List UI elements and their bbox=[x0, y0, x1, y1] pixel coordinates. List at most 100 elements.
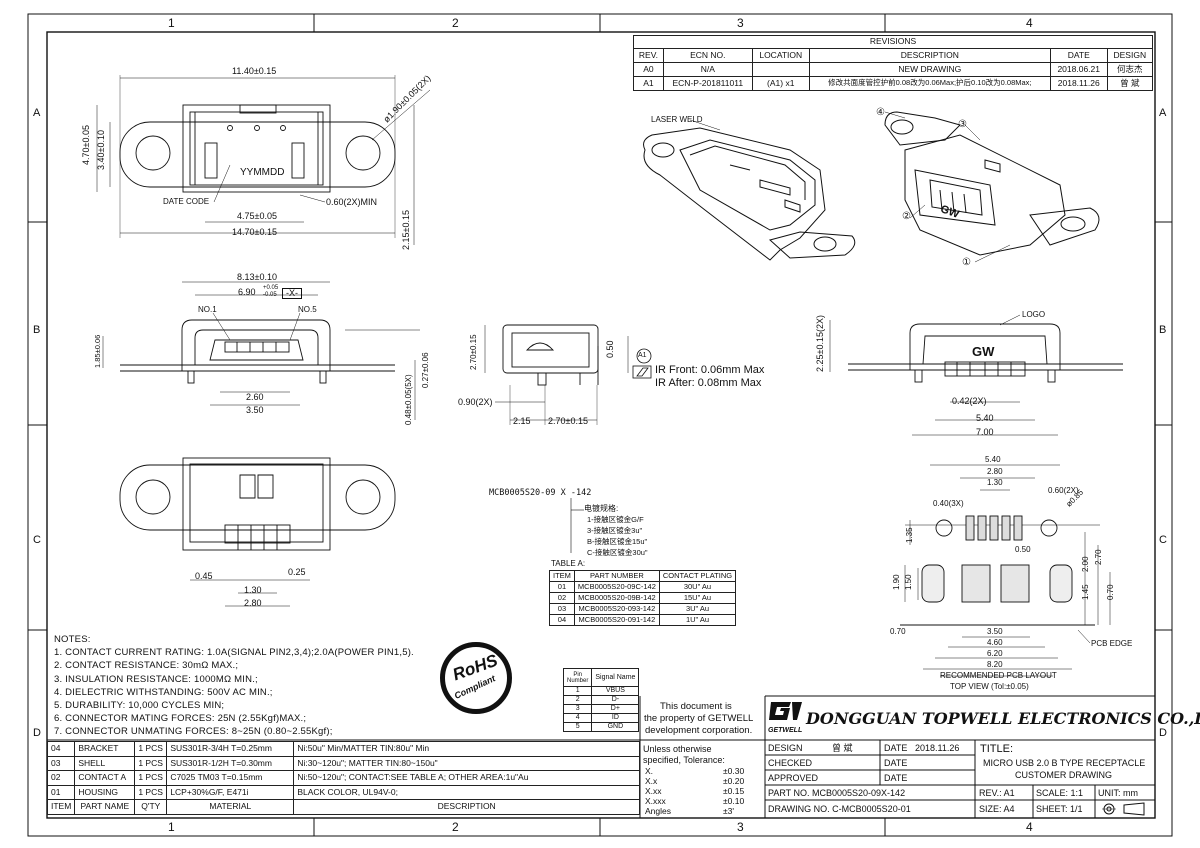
tolerance-line: specified, Tolerance: bbox=[643, 755, 725, 765]
table-a-cell: 01 bbox=[549, 581, 575, 593]
bom-cell: 02 bbox=[46, 770, 76, 786]
table-a-cell: 02 bbox=[549, 592, 575, 604]
bom-cell: Ni:30~120u"; MATTER TIN:80~150u" bbox=[293, 755, 640, 771]
table-a-header: ITEM bbox=[549, 570, 575, 582]
tol-key: X. bbox=[645, 766, 654, 776]
table-a-cell: 04 bbox=[549, 614, 575, 626]
drawing-number: DRAWING NO. C-MCB0005S20-01 bbox=[768, 804, 911, 814]
note-item: 7. CONNECTOR UNMATING FORCES: 8~25N (0.8… bbox=[54, 726, 333, 738]
bom-cell: C7025 TM03 T=0.15mm bbox=[166, 770, 295, 786]
row-label-b-right: B bbox=[1159, 324, 1167, 336]
bom-cell: 1 PCS bbox=[134, 741, 168, 757]
dim-front-3-50: 3.50 bbox=[246, 405, 264, 415]
pcb-caption-2: TOP VIEW (Tol:±0.05) bbox=[950, 682, 1029, 691]
pcb-dim: 0.70 bbox=[890, 627, 906, 636]
table-a-header: PART NUMBER bbox=[573, 570, 660, 582]
ownership-line: This document is bbox=[660, 701, 732, 712]
dim-side-050: 0.50 bbox=[605, 340, 615, 358]
bom-header: PART NAME bbox=[74, 799, 136, 815]
table-a-header: CONTACT PLATING bbox=[658, 570, 737, 582]
part-code-leaders bbox=[570, 498, 584, 553]
rev-cell: N/A bbox=[662, 62, 753, 77]
rev-cell: 2018.11.26 bbox=[1049, 76, 1108, 91]
table-a-cell: MCB0005S20-09C-142 bbox=[573, 581, 660, 593]
rev-cell: 曾 斌 bbox=[1106, 76, 1154, 91]
dim-back-042: 0.42(2X) bbox=[952, 396, 987, 406]
pcb-dim: 0.40(3X) bbox=[933, 499, 964, 508]
pcb-caption-1: RECOMMENDED PCB LAYOUT bbox=[940, 671, 1057, 680]
rev-header-rev: REV. bbox=[633, 48, 664, 63]
laser-weld-label: LASER WELD bbox=[651, 115, 703, 124]
date-label: DATE bbox=[884, 743, 908, 753]
dim-front-pin-height: 0.27±0.06 bbox=[421, 352, 430, 388]
bom-header: Q'TY bbox=[134, 799, 168, 815]
plating-option: 1-接触区镀金G/F bbox=[587, 515, 644, 524]
note-item: 6. CONNECTOR MATING FORCES: 25N (2.55Kgf… bbox=[54, 713, 307, 725]
pin-cell: 2 bbox=[562, 695, 593, 705]
date-code-label: DATE CODE bbox=[163, 197, 210, 206]
pcb-layout bbox=[900, 464, 1111, 677]
bom-cell: BRACKET bbox=[74, 741, 136, 757]
rohs-logo: RoHS Compliant bbox=[440, 642, 512, 714]
bom-cell: BLACK COLOR, UL94V-0; bbox=[293, 784, 640, 800]
dim-side-270: 2.70±0.15 bbox=[548, 416, 588, 426]
bom-cell: 1 PCS bbox=[134, 770, 168, 786]
design-label: DESIGN bbox=[768, 743, 803, 753]
bom-cell: HOUSING bbox=[74, 784, 136, 800]
rev-cell: A0 bbox=[633, 62, 664, 77]
bom-cell: 01 bbox=[46, 784, 76, 800]
rev-header-date: DATE bbox=[1049, 48, 1108, 63]
col-label-2-top: 2 bbox=[452, 16, 459, 30]
logo-label: LOGO bbox=[1022, 310, 1046, 319]
tol-key: X.xxx bbox=[645, 796, 666, 806]
rev-cell: A1 bbox=[633, 76, 664, 91]
note-item: 1. CONTACT CURRENT RATING: 1.0A(SIGNAL P… bbox=[54, 647, 414, 659]
tol-key: X.xx bbox=[645, 786, 662, 796]
tol-val: ±3' bbox=[723, 806, 735, 816]
revisions-title: REVISIONS bbox=[633, 35, 1153, 49]
table-a-cell: MCB0005S20-091-142 bbox=[573, 614, 660, 626]
callout-3: ③ bbox=[958, 119, 967, 130]
pcb-dim: 2.70 bbox=[1094, 549, 1103, 565]
note-item: 2. CONTACT RESISTANCE: 30mΩ MAX.; bbox=[54, 660, 239, 672]
tol-val: ±0.10 bbox=[723, 796, 745, 806]
company-name: DONGGUAN TOPWELL ELECTRONICS CO.,LTD. bbox=[806, 709, 1200, 728]
pcb-dim: 3.50 bbox=[987, 627, 1003, 636]
tolerance-line: Unless otherwise bbox=[643, 744, 712, 754]
iso-view-left bbox=[643, 119, 856, 261]
pcb-dim: 1.35 bbox=[905, 527, 914, 543]
tol-key: X.x bbox=[645, 776, 658, 786]
bom-cell: 04 bbox=[46, 741, 76, 757]
pin-cell: 3 bbox=[562, 704, 593, 714]
pin-cell: ID bbox=[591, 713, 640, 723]
dim-front-inner: 6.90 bbox=[238, 287, 256, 297]
rev-cell: (A1) x1 bbox=[751, 76, 810, 91]
bom-header: DESCRIPTION bbox=[293, 799, 640, 815]
row-label-c-left: C bbox=[33, 534, 41, 546]
pcb-dim: 8.20 bbox=[987, 660, 1003, 669]
pin-cell: D- bbox=[591, 695, 640, 705]
dim-front-height: 1.85±0.06 bbox=[93, 334, 102, 368]
getwell-logo bbox=[769, 700, 803, 724]
pcb-dim: 2.00 bbox=[1081, 556, 1090, 572]
dim-bottom-280: 2.80 bbox=[244, 598, 262, 608]
bom-header: MATERIAL bbox=[166, 799, 295, 815]
part-code: MCB0005S20-09 X -142 bbox=[489, 488, 592, 498]
pcb-dim: 4.60 bbox=[987, 638, 1003, 647]
dim-top-height: 4.70±0.05 bbox=[81, 125, 91, 165]
callout-1: ① bbox=[962, 257, 971, 268]
pin-cell: D+ bbox=[591, 704, 640, 714]
pin-cell: GND bbox=[591, 722, 640, 732]
approved-label: APPROVED bbox=[768, 773, 819, 783]
pin-header: Pin Number bbox=[562, 668, 593, 687]
dim-top-width: 11.40±0.15 bbox=[232, 66, 277, 76]
pcb-dim: 6.20 bbox=[987, 649, 1003, 658]
tol-val: ±0.15 bbox=[723, 786, 745, 796]
bom-header: ITEM bbox=[46, 799, 76, 815]
row-label-d-right: D bbox=[1159, 727, 1167, 739]
dim-top-min: 0.60(2X)MIN bbox=[326, 197, 378, 207]
bom-cell: Ni:50u" Min/MATTER TIN:80u" Min bbox=[293, 741, 640, 757]
